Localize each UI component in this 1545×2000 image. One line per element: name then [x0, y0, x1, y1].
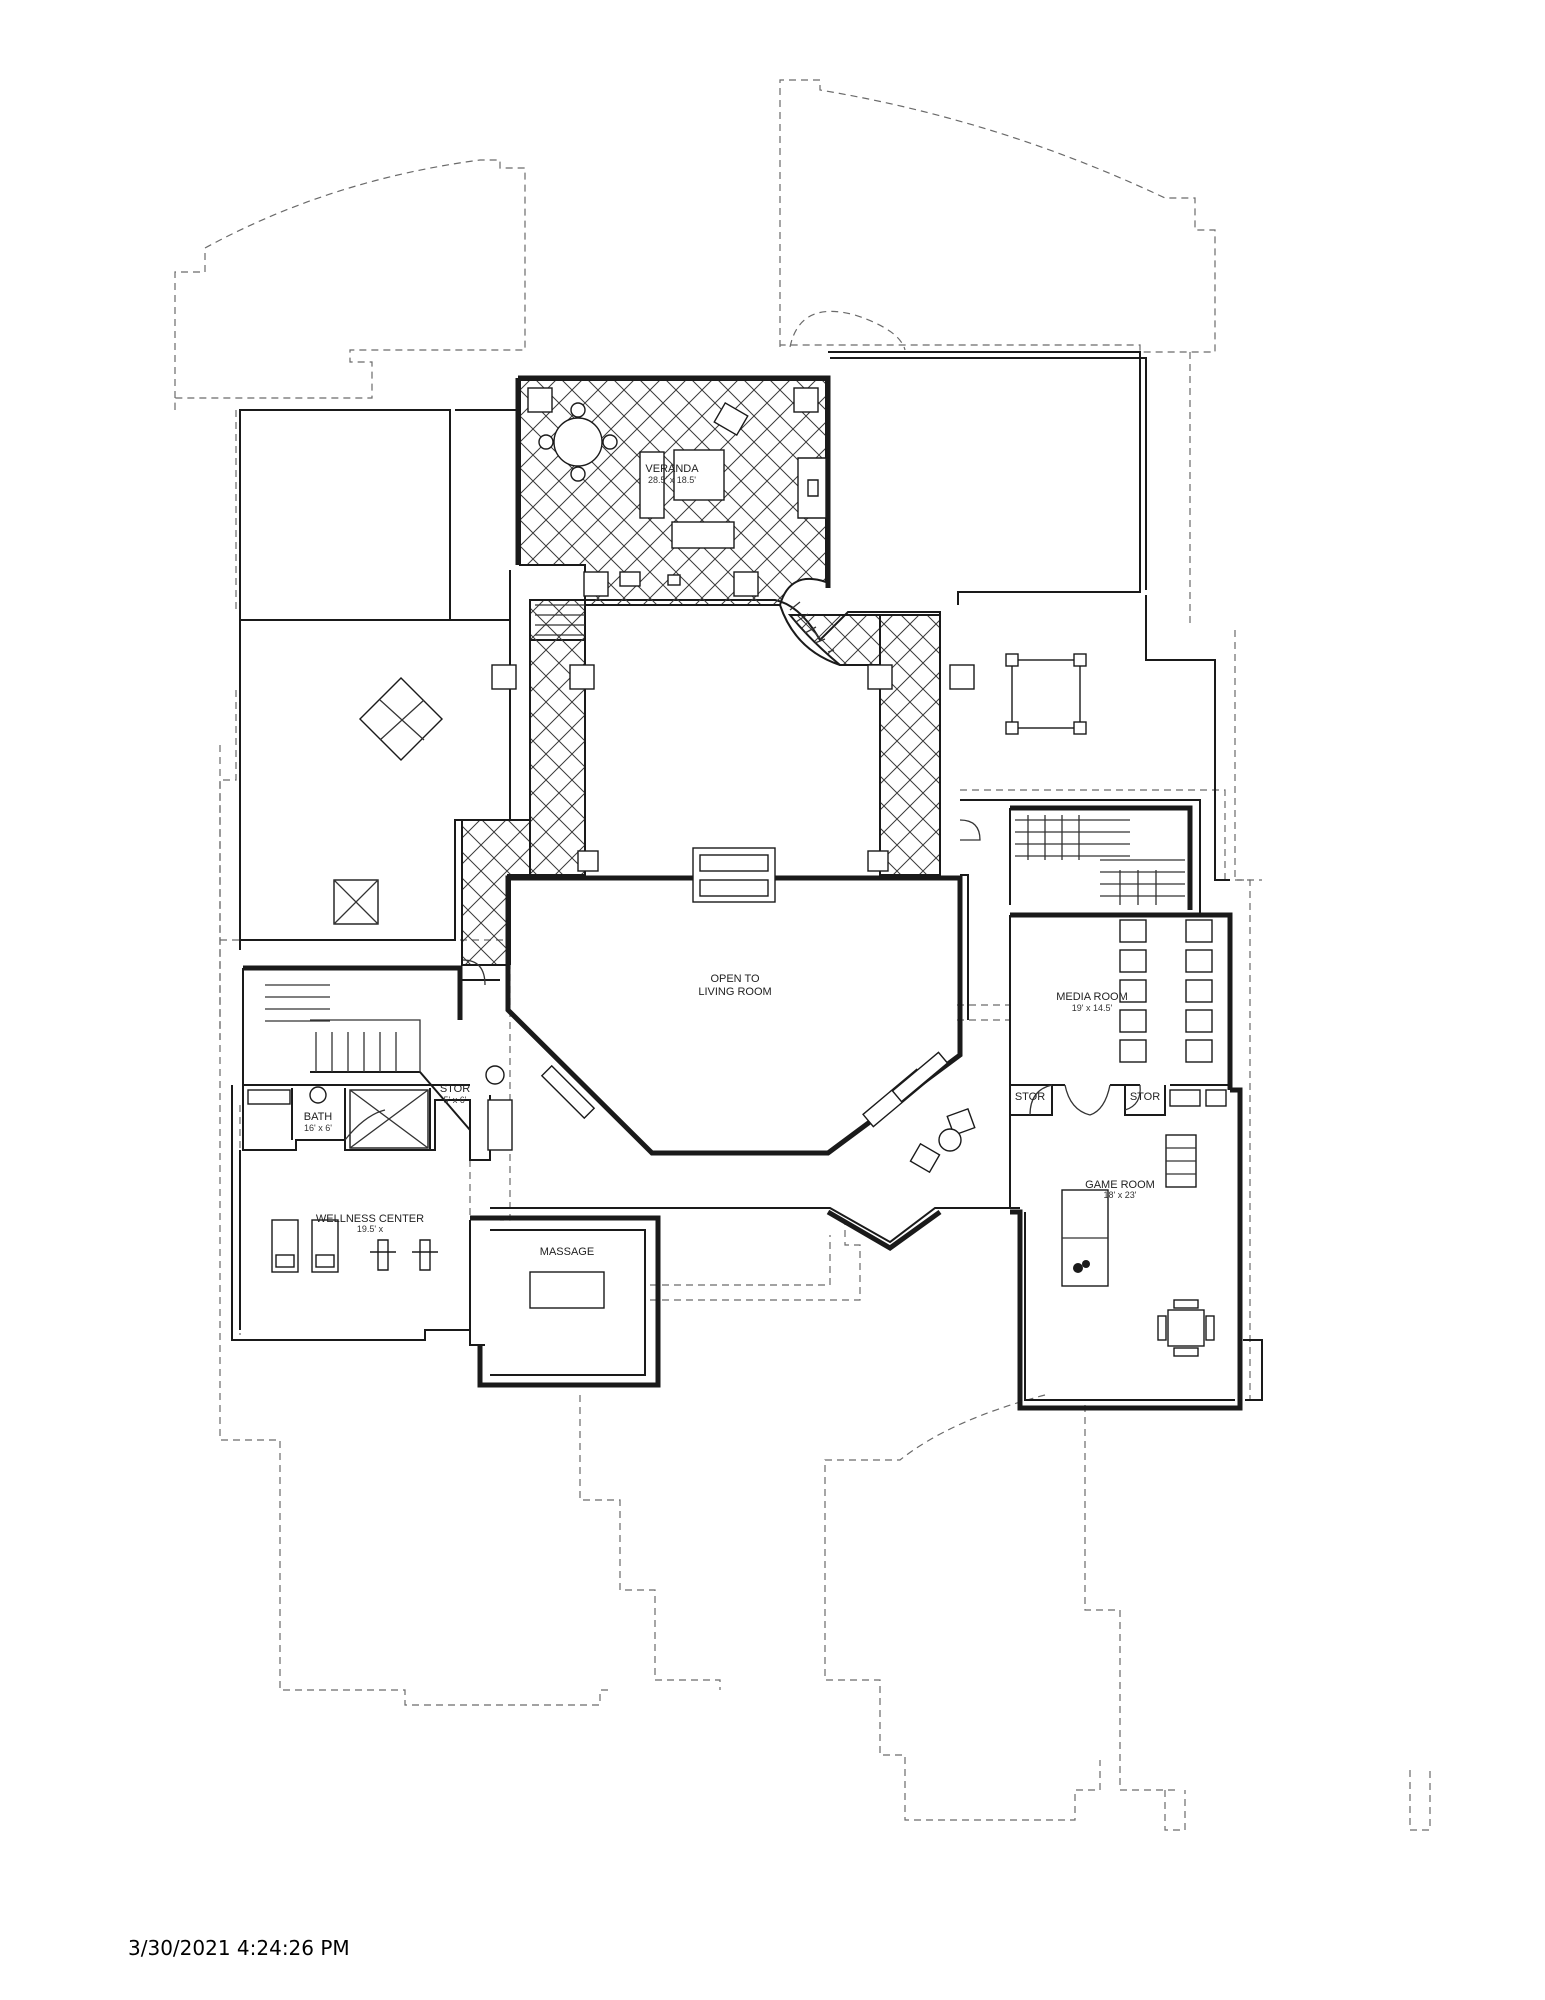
furniture — [247, 387, 1227, 1357]
stor-media-right-label: STOR — [1130, 1091, 1160, 1103]
media-room-dims: 19' x 14.5' — [1072, 1003, 1113, 1013]
media-room-label: MEDIA ROOM — [1056, 991, 1128, 1003]
bath-dims: 16' x 6' — [304, 1123, 332, 1133]
open-to-living-label-line2: LIVING ROOM — [698, 986, 771, 998]
wellness-center-dims: 19.5' x — [357, 1224, 384, 1234]
open-to-living-label-line1: OPEN TO — [710, 973, 760, 985]
room-labels: VERANDA 28.5' x 18.5' OPEN TO LIVING ROO… — [304, 463, 1160, 1258]
game-room-dims: 18' x 23' — [1104, 1190, 1137, 1200]
stor-bath-dims: 5' x 6' — [444, 1095, 467, 1105]
wellness-center-label: WELLNESS CENTER — [316, 1213, 424, 1225]
stor-media-left-label: STOR — [1015, 1091, 1045, 1103]
stor-bath-label: STOR — [440, 1083, 470, 1095]
dashed-outlines — [174, 79, 1431, 1831]
game-room-label: GAME ROOM — [1085, 1179, 1155, 1191]
doors — [344, 819, 1141, 1141]
veranda-dims: 28.5' x 18.5' — [648, 475, 696, 485]
veranda-label: VERANDA — [645, 463, 699, 475]
print-timestamp: 3/30/2021 4:24:26 PM — [128, 1936, 350, 1960]
stairs — [265, 601, 1185, 1072]
massage-label: MASSAGE — [540, 1246, 594, 1258]
bath-label: BATH — [304, 1111, 333, 1123]
